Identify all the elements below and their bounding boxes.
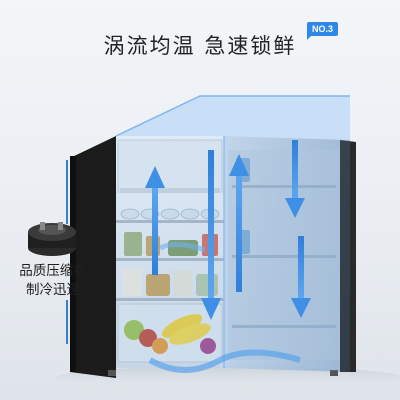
- compressor-icon: [28, 222, 76, 256]
- airflow-up-arrow-icon: [229, 154, 249, 292]
- headline: 涡流均温 急速锁鲜: [103, 34, 297, 58]
- fridge-cabinet: [70, 136, 116, 378]
- compressor-caption-line2: 制冷迅速: [26, 282, 80, 298]
- feature-number-badge: NO.3: [307, 22, 339, 40]
- airflow-down-arrow-icon: [285, 140, 305, 218]
- airflow-visualization: [115, 95, 350, 373]
- airflow-down-arrow-icon: [291, 236, 311, 318]
- airflow-up-arrow-icon: [145, 166, 165, 275]
- compressor-bracket: [66, 300, 68, 344]
- compressor-bracket: [66, 160, 68, 224]
- compressor-caption-line1: 品质压缩机: [19, 263, 87, 279]
- airflow-down-arrow-icon: [201, 150, 221, 320]
